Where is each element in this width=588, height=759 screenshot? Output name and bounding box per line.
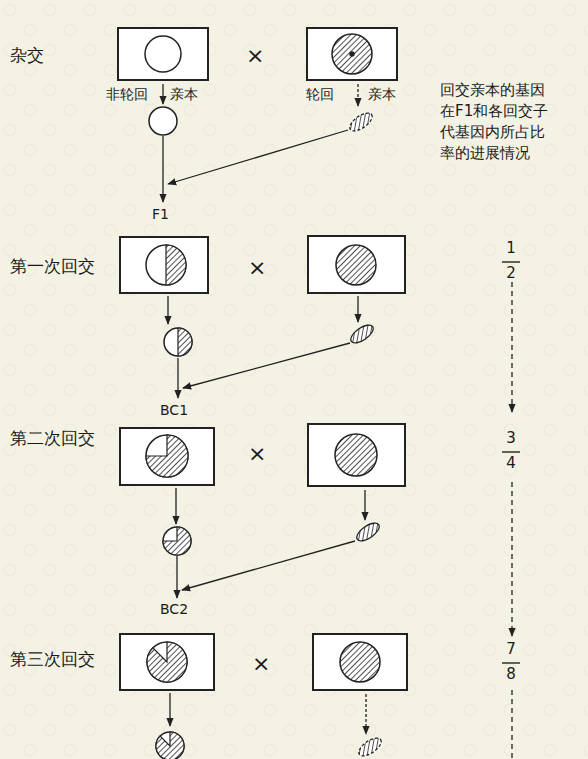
fraction-number: 3 bbox=[506, 430, 516, 447]
fraction-number: 4 bbox=[506, 455, 516, 472]
pie-hatched-share bbox=[146, 435, 188, 477]
parent-circles bbox=[145, 34, 380, 682]
row-label: 第二次回交 bbox=[10, 429, 95, 449]
pie-outline bbox=[163, 527, 191, 555]
pie-hatched-share bbox=[163, 527, 191, 555]
progress-dashes bbox=[511, 282, 512, 759]
pie-outline bbox=[164, 328, 192, 356]
genome-pies bbox=[146, 245, 192, 759]
fraction-number: 7 bbox=[506, 641, 516, 658]
parent-label: 亲本 bbox=[170, 86, 198, 102]
progress-note: 回交亲本的基因在F1和各回交子代基因内所占比率的进展情况 bbox=[440, 80, 556, 164]
row-label: 第三次回交 bbox=[10, 650, 95, 670]
generation-label: BC2 bbox=[160, 601, 188, 617]
row-label: 第一次回交 bbox=[10, 257, 95, 277]
pie-hatched-share bbox=[178, 328, 192, 356]
generation-label: BC1 bbox=[160, 402, 188, 418]
parent-boxes bbox=[118, 28, 407, 690]
cross-sign: × bbox=[248, 441, 266, 466]
parent-label: 亲本 bbox=[368, 86, 396, 102]
pie-outline bbox=[156, 732, 184, 759]
pie-outline bbox=[146, 245, 186, 285]
flow-arrows bbox=[163, 84, 366, 734]
fraction-number: 8 bbox=[506, 666, 516, 683]
pie-hatched-share bbox=[147, 642, 187, 682]
fraction-number: 1 bbox=[506, 240, 516, 257]
cross-sign: × bbox=[252, 651, 270, 676]
generation-label: F1 bbox=[152, 206, 169, 222]
cross-sign: × bbox=[246, 43, 264, 68]
pie-hatched-share bbox=[166, 245, 186, 285]
row-label: 杂交 bbox=[10, 46, 44, 66]
pie-outline bbox=[146, 435, 188, 477]
parent-label: 轮回 bbox=[306, 86, 334, 102]
fraction-number: 2 bbox=[506, 265, 516, 282]
gametes bbox=[347, 110, 384, 759]
parent-label: 非轮回 bbox=[106, 86, 148, 102]
pie-outline bbox=[147, 642, 187, 682]
cross-sign: × bbox=[248, 255, 266, 280]
pie-hatched-share bbox=[156, 732, 184, 759]
fraction-bars bbox=[502, 262, 520, 663]
